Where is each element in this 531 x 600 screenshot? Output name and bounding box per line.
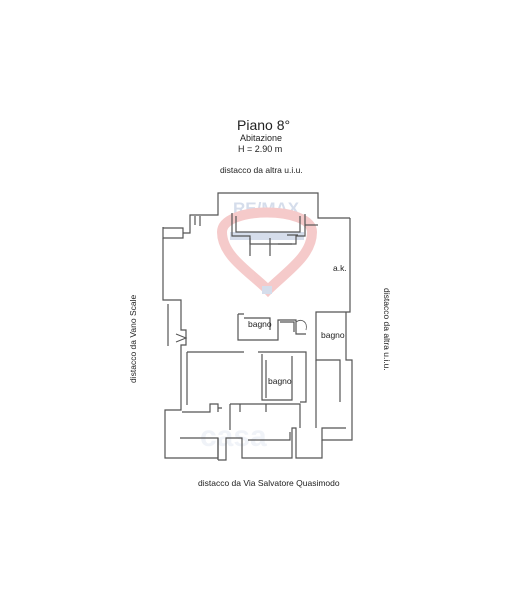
room-label-bagno-2: bagno <box>321 330 345 340</box>
balloon-icon <box>216 207 318 298</box>
boundary-bottom-label: distacco da Via Salvatore Quasimodo <box>198 478 340 488</box>
balloon-basket-icon <box>262 286 272 294</box>
boundary-top-label: distacco da altra u.i.u. <box>220 165 303 175</box>
room-label-bagno-1: bagno <box>248 319 272 329</box>
remax-watermark: RE/MAX <box>216 199 318 298</box>
remax-logo-text: RE/MAX <box>233 199 300 218</box>
floor-title: Piano 8° <box>237 117 291 133</box>
ceiling-height-label: H = 2.90 m <box>238 144 283 154</box>
unit-type-label: Abitazione <box>240 133 283 143</box>
room-label-ak: a.k. <box>333 263 347 273</box>
walls <box>162 192 353 461</box>
casa-watermark: casa <box>200 420 267 453</box>
room-label-bagno-3: bagno <box>268 376 292 386</box>
